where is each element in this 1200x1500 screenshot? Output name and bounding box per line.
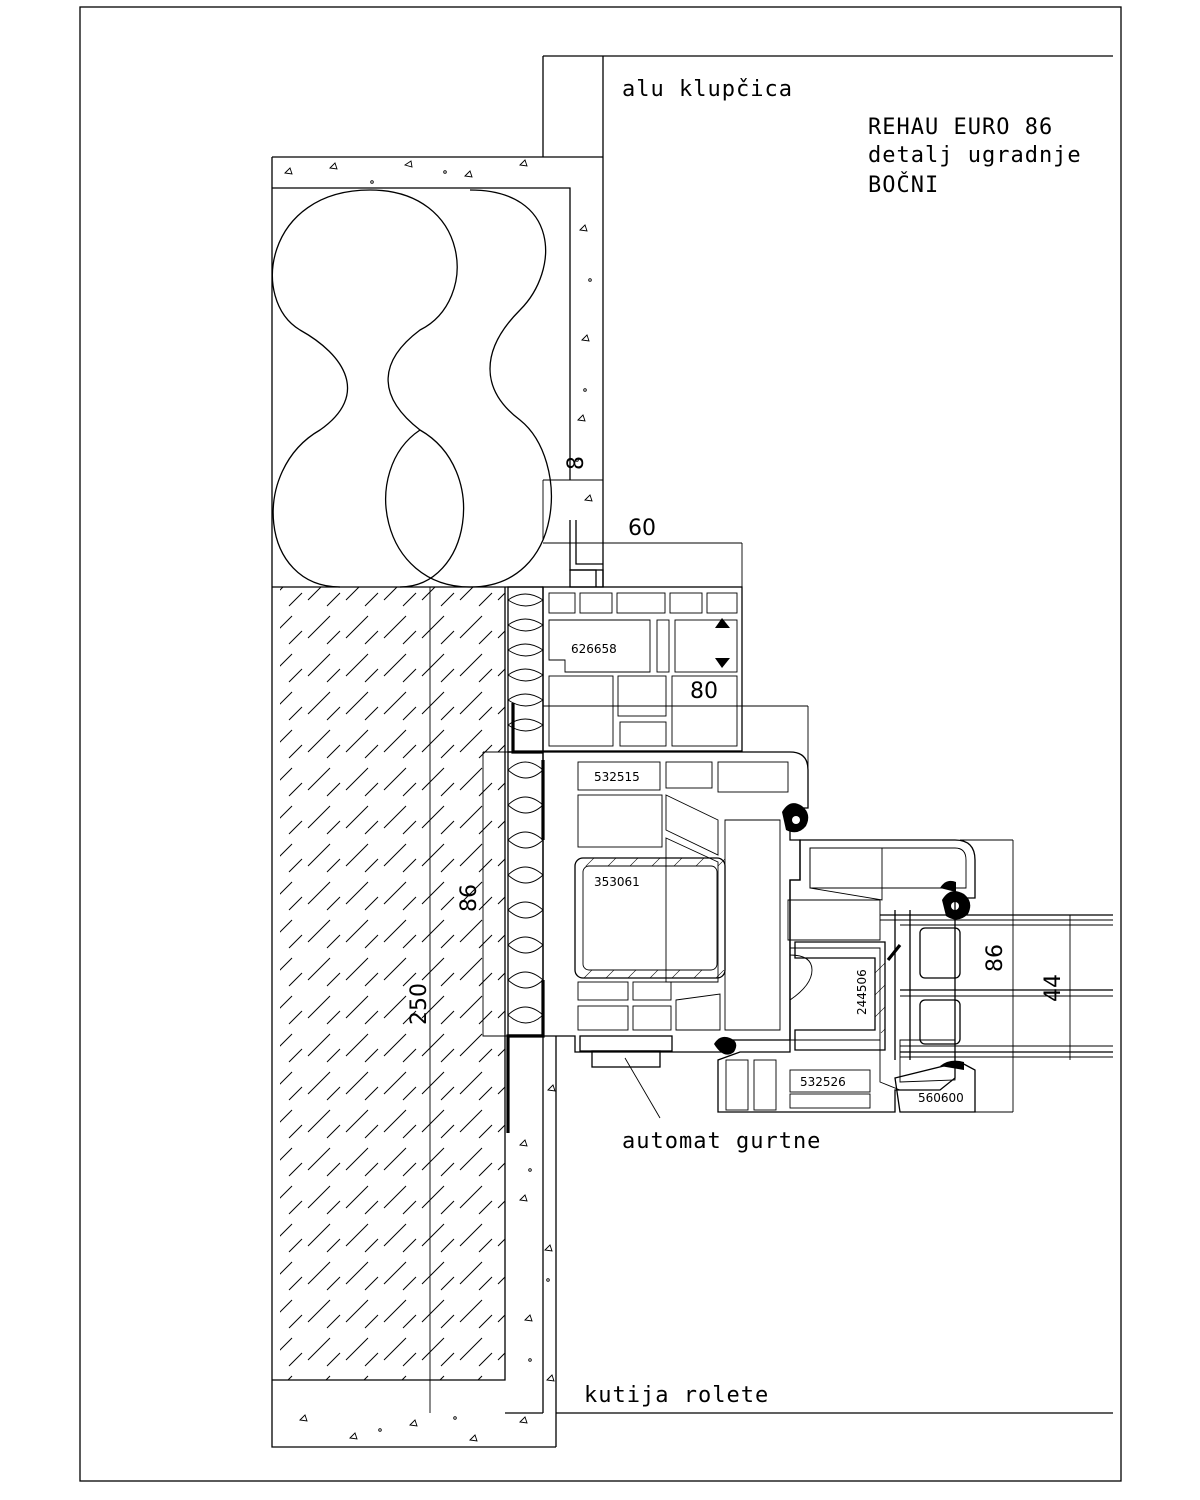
code-532526: 532526 [800, 1075, 846, 1089]
title-line-2: detalj ugradnje [868, 143, 1082, 168]
box-top-plaster [272, 156, 603, 502]
code-353061: 353061 [594, 875, 640, 889]
reinforcement-244506: 244506 [794, 941, 886, 1051]
code-244506: 244506 [855, 969, 869, 1015]
reinforcement-353061: 353061 [574, 857, 726, 979]
glazing-bead-560600: 560600 [894, 1060, 976, 1113]
profile-626658: 626658 [542, 586, 743, 752]
dim-8: 8 [564, 456, 589, 470]
dim-60-group: 60 [543, 516, 743, 598]
gaskets [714, 803, 971, 1055]
bottom-plaster [299, 1036, 556, 1442]
dim-86-right: 86 [983, 944, 1008, 972]
dim-8-group: 8 [542, 455, 604, 588]
code-560600: 560600 [918, 1091, 964, 1105]
dim-44-group: 44 [1041, 915, 1071, 1060]
dim-86-left-group: 86 [457, 751, 513, 1037]
sash-532526: 532526 [717, 839, 976, 1113]
dim-250-group: 250 [407, 587, 432, 1413]
dim-86-left: 86 [457, 884, 482, 912]
code-532515: 532515 [594, 770, 640, 784]
dim-80: 80 [690, 679, 718, 704]
masonry-wall [271, 586, 556, 1448]
dim-86-right-group: 86 [960, 839, 1014, 1113]
glass-unit [880, 910, 1113, 1060]
dim-80-group: 80 [543, 679, 809, 780]
belt-automat [579, 1035, 673, 1119]
wall-lines [542, 55, 1113, 1447]
roller-drum [271, 157, 552, 588]
code-626658: 626658 [571, 642, 617, 656]
title-line-3: BOČNI [868, 172, 939, 198]
drawing-frame [79, 6, 1122, 1482]
title-line-1: REHAU EURO 86 [868, 115, 1053, 140]
dim-60: 60 [628, 516, 656, 541]
label-automat-gurtne: automat gurtne [622, 1129, 821, 1154]
label-alu-klupcica: alu klupčica [622, 77, 793, 102]
insulation-foam [506, 586, 545, 1133]
dim-44: 44 [1041, 974, 1066, 1002]
label-kutija-rolete: kutija rolete [584, 1383, 769, 1408]
dim-250: 250 [407, 983, 432, 1025]
